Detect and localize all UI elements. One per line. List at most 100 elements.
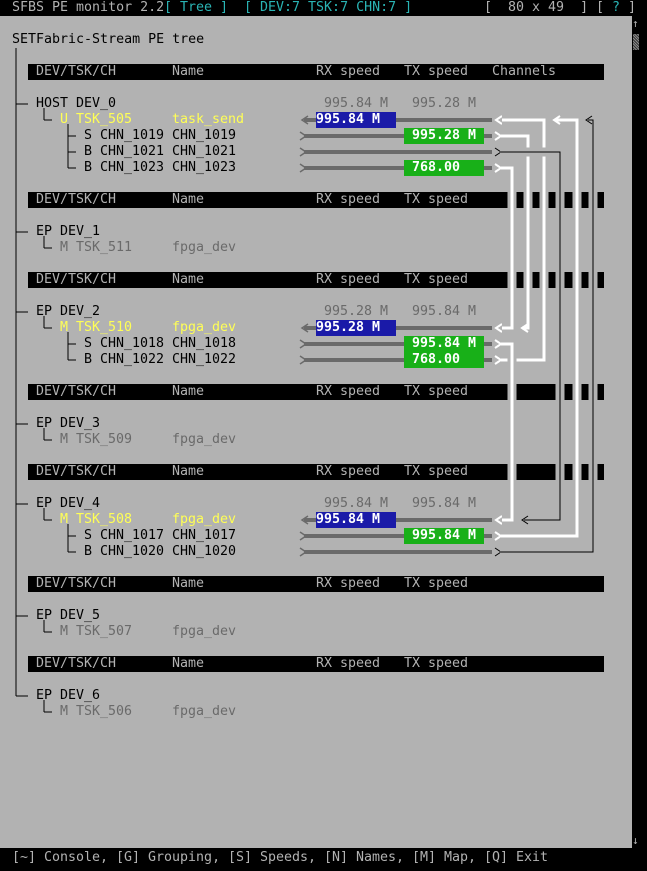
tx-link-bar <box>304 150 492 154</box>
task-id[interactable]: TSK_511 <box>76 240 133 255</box>
header-tx-speed: TX speed <box>404 272 469 287</box>
task-name: fpga_dev <box>172 432 237 447</box>
header-rx-speed: RX speed <box>316 192 381 207</box>
device-id[interactable]: DEV_6 <box>60 688 101 703</box>
channel-name: CHN_1020 <box>172 544 237 559</box>
device-tx-speed: 995.28 M <box>412 96 477 111</box>
table-header <box>28 272 604 288</box>
task-id[interactable]: TSK_505 <box>76 112 133 127</box>
device-id[interactable]: DEV_5 <box>60 608 101 623</box>
rx-link-bar <box>304 518 492 522</box>
view-tab-tree[interactable]: [ Tree ] <box>164 0 229 15</box>
app-title: SFBS PE monitor 2.2 <box>12 0 165 15</box>
device-rx-speed: 995.28 M <box>324 304 389 319</box>
help-button[interactable]: ? <box>612 0 621 15</box>
tx-speed-box: 768.00 <box>404 160 484 176</box>
tx-speed-box: 995.84 M <box>404 336 484 352</box>
header-tx-speed: TX speed <box>404 576 469 591</box>
header-rx-speed: RX speed <box>316 464 381 479</box>
channel-name: CHN_1022 <box>172 352 237 367</box>
task-id[interactable]: TSK_506 <box>76 704 133 719</box>
header-rx-speed: RX speed <box>316 64 381 79</box>
header-channels: Channels <box>492 64 557 79</box>
help-bracket: ] <box>628 0 637 15</box>
device-type[interactable]: HOST <box>36 96 69 111</box>
task-id[interactable]: TSK_507 <box>76 624 133 639</box>
channel-type: B <box>84 160 93 175</box>
task-id[interactable]: TSK_510 <box>76 320 133 335</box>
task-name: fpga_dev <box>172 704 237 719</box>
tx-link-bar <box>304 534 492 538</box>
device-type[interactable]: EP <box>36 496 53 511</box>
task-name: fpga_dev <box>172 320 237 335</box>
channel-id[interactable]: CHN_1018 <box>100 336 165 351</box>
rx-speed-box: 995.28 M <box>316 320 396 336</box>
table-header <box>28 464 604 480</box>
device-id[interactable]: DEV_1 <box>60 224 101 239</box>
header-name: Name <box>172 384 205 399</box>
scroll-down-arrow-icon[interactable]: ↓ <box>632 834 639 847</box>
table-header <box>28 656 604 672</box>
channel-type: B <box>84 144 93 159</box>
task-name: fpga_dev <box>172 240 237 255</box>
scrollbar-thumb[interactable] <box>633 34 639 50</box>
header-name: Name <box>172 464 205 479</box>
device-type[interactable]: EP <box>36 608 53 623</box>
device-rx-speed: 995.84 M <box>324 96 389 111</box>
task-mode: M <box>60 512 69 527</box>
device-tx-speed: 995.84 M <box>412 496 477 511</box>
header-tx-speed: TX speed <box>404 64 469 79</box>
footer-shortcut[interactable]: [Q] Exit <box>484 850 549 865</box>
footer-shortcut[interactable]: [G] Grouping, <box>116 850 221 865</box>
device-type[interactable]: EP <box>36 416 53 431</box>
channel-type: B <box>84 544 93 559</box>
table-header <box>28 192 604 208</box>
task-mode: M <box>60 432 69 447</box>
rx-link-bar <box>304 326 492 330</box>
device-id[interactable]: DEV_2 <box>60 304 101 319</box>
channel-name: CHN_1023 <box>172 160 237 175</box>
tree-title: SETFabric-Stream PE tree <box>12 32 205 47</box>
header-rx-speed: RX speed <box>316 272 381 287</box>
task-name: fpga_dev <box>172 624 237 639</box>
device-id[interactable]: DEV_3 <box>60 416 101 431</box>
footer-shortcut[interactable]: [N] Names, <box>324 850 405 865</box>
device-type[interactable]: EP <box>36 688 53 703</box>
device-id[interactable]: DEV_4 <box>60 496 101 511</box>
header-name: Name <box>172 272 205 287</box>
header-rx-speed: RX speed <box>316 384 381 399</box>
task-mode: M <box>60 240 69 255</box>
table-header <box>28 64 604 80</box>
footer-shortcut[interactable]: [M] Map, <box>412 850 477 865</box>
scroll-up-arrow-icon[interactable]: ↑ <box>632 17 639 30</box>
rx-speed-box: 995.84 M <box>316 112 396 128</box>
rx-link-bar <box>304 118 492 122</box>
device-type[interactable]: EP <box>36 224 53 239</box>
stats-counter: [ DEV:7 TSK:7 CHN:7 ] <box>244 0 413 15</box>
channel-id[interactable]: CHN_1022 <box>100 352 165 367</box>
channel-type: S <box>84 336 93 351</box>
header-tx-speed: TX speed <box>404 384 469 399</box>
channel-id[interactable]: CHN_1023 <box>100 160 165 175</box>
device-type[interactable]: EP <box>36 304 53 319</box>
table-header <box>28 384 604 400</box>
table-header <box>28 576 604 592</box>
channel-name: CHN_1019 <box>172 128 237 143</box>
footer-shortcut[interactable]: [S] Speeds, <box>228 850 317 865</box>
channel-name: CHN_1021 <box>172 144 237 159</box>
footer-shortcut[interactable]: [~] Console, <box>12 850 109 865</box>
task-mode: M <box>60 320 69 335</box>
task-name: task_send <box>172 112 245 127</box>
channel-id[interactable]: CHN_1017 <box>100 528 165 543</box>
header-tx-speed: TX speed <box>404 192 469 207</box>
channel-type: S <box>84 128 93 143</box>
channel-id[interactable]: CHN_1021 <box>100 144 165 159</box>
scrollbar[interactable] <box>632 16 640 848</box>
task-id[interactable]: TSK_509 <box>76 432 133 447</box>
device-id[interactable]: DEV_0 <box>76 96 117 111</box>
channel-id[interactable]: CHN_1020 <box>100 544 165 559</box>
task-id[interactable]: TSK_508 <box>76 512 133 527</box>
channel-id[interactable]: CHN_1019 <box>100 128 165 143</box>
terminal-size: [ 80 x 49 ] <box>484 0 589 15</box>
header-name: Name <box>172 576 205 591</box>
